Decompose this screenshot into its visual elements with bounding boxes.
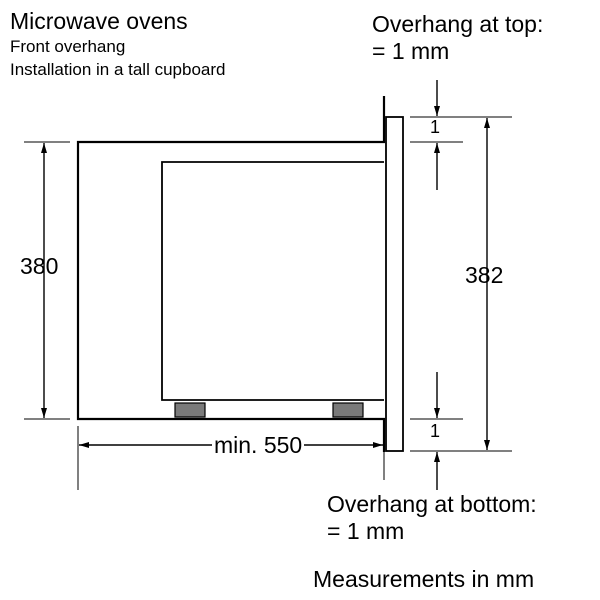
overhang-bottom-value: = 1 mm [327, 518, 405, 544]
microwave-foot-left [174, 402, 206, 418]
overhang-bottom-dim-label: 1 [430, 421, 441, 441]
dimension-380-label: 380 [20, 253, 59, 279]
microwave-front-panel [385, 116, 404, 452]
overhang-bottom-label: Overhang at bottom: [327, 491, 537, 517]
dimension-depth-label: min. 550 [212, 432, 305, 458]
subtitle-front-overhang: Front overhang [10, 37, 126, 56]
overhang-top-value: = 1 mm [372, 38, 450, 64]
microwave-foot-right [332, 402, 364, 418]
overhang-top-dim-label: 1 [430, 117, 441, 137]
overhang-top-label: Overhang at top: [372, 11, 544, 37]
diagram-title: Microwave ovens [10, 8, 188, 34]
microwave-body [161, 161, 384, 401]
subtitle-installation: Installation in a tall cupboard [10, 60, 226, 79]
cupboard-outline [76, 96, 386, 452]
units-note: Measurements in mm [313, 566, 535, 592]
dimension-382-label: 382 [465, 262, 504, 288]
